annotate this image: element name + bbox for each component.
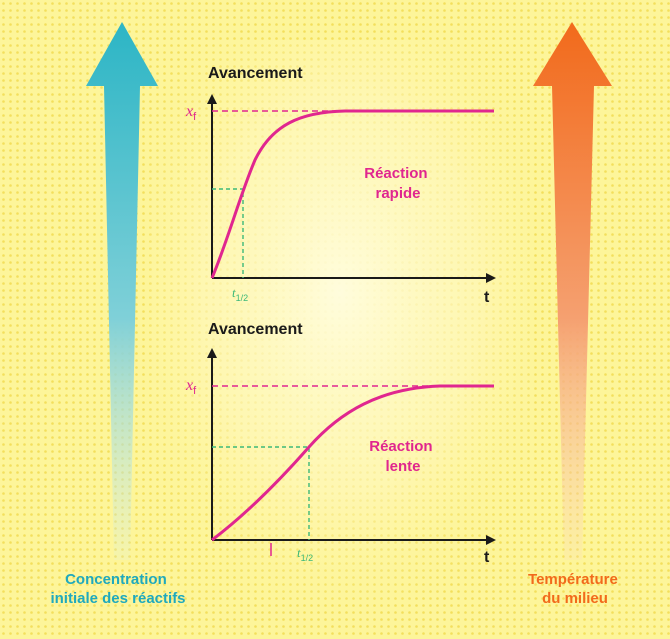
bottom-xf-label: xf [185, 377, 197, 397]
concentration-label: Concentration initiale des réactifs [50, 571, 185, 607]
top-xf-label: xf [185, 103, 197, 123]
bottom-y-axis-title: Avancement [208, 321, 303, 338]
top-chart: Avancement t xf t1/2 Réaction rapide [185, 65, 496, 306]
top-reaction-label: Réaction rapide [364, 165, 432, 202]
top-x-axis-label: t [484, 289, 490, 306]
concentration-arrow-icon [86, 22, 158, 560]
bottom-slow-reaction-curve [211, 384, 494, 542]
temperature-label: Température du milieu [528, 571, 622, 607]
bottom-x-axis-label: t [484, 549, 490, 566]
bottom-reaction-label: Réaction lente [369, 438, 437, 475]
bottom-chart: Avancement t xf t1/2 Réaction lente [185, 321, 496, 566]
top-y-axis-title: Avancement [208, 65, 303, 82]
bottom-half-time-label: t1/2 [297, 545, 313, 563]
temperature-arrow-icon [533, 22, 612, 560]
top-half-time-label: t1/2 [232, 285, 248, 303]
background-glow [150, 40, 530, 600]
top-fast-reaction-curve [210, 109, 494, 279]
